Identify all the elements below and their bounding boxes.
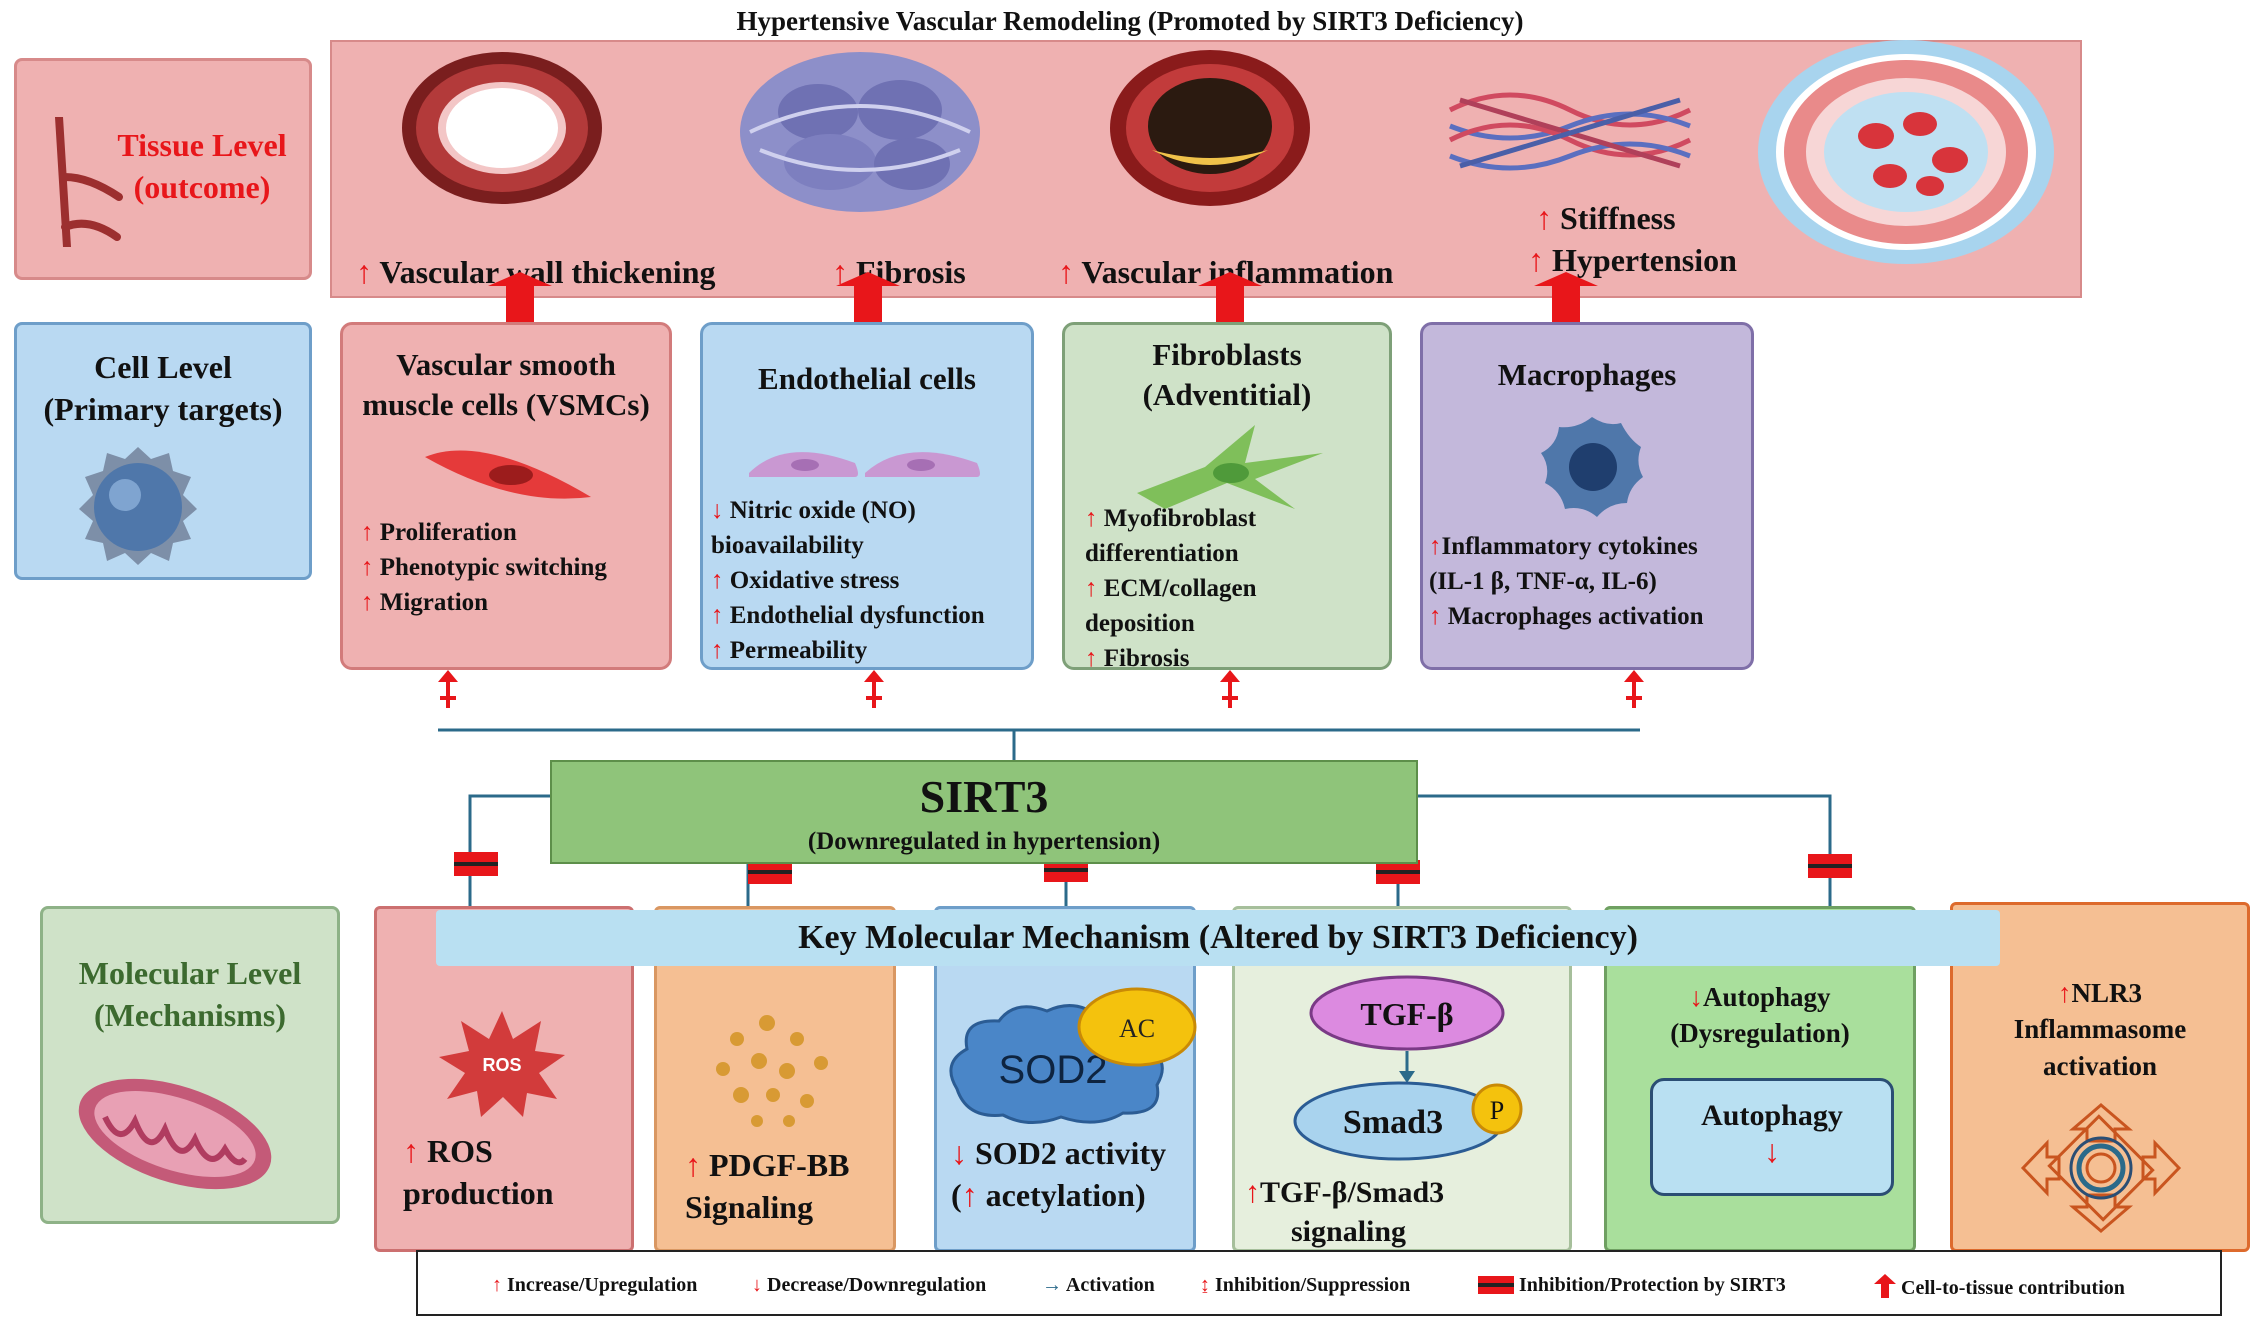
outcome-vascular-inflammation: ↑ Vascular inflammation (1058, 254, 1394, 290)
fibroblasts-card: Fibroblasts (Adventitial) ↑ Myofibroblas… (1062, 322, 1392, 672)
macrophage-cell-icon (1541, 417, 1643, 517)
legend-decrease: ↓ Decrease/Downregulation (752, 1274, 987, 1296)
tissue-level-title: Tissue Level (outcome) (117, 127, 287, 205)
vessel-cross-section-icon (1758, 40, 2054, 264)
vsmc-title: Vascular smooth muscle cells (VSMCs) (362, 347, 650, 423)
mechanism-nlrp3-card: ↑NLR3 Inflammasome activation (1950, 902, 2250, 1252)
endothelial-card: Endothelial cells ↓ Nitric oxide (NO) bi… (700, 322, 1034, 670)
sod2-cloud-icon: SOD2 AC (949, 987, 1197, 1124)
macrophages-effects: ↑Inflammatory cytokines (IL-1 β, TNF-α, … (1429, 533, 1704, 630)
vsmc-card: Vascular smooth muscle cells (VSMCs) ↑ P… (340, 322, 672, 670)
phospho-label: P (1490, 1096, 1504, 1125)
immune-cell-icon (79, 447, 197, 565)
vsmc-effects: ↑ Proliferation ↑ Phenotypic switching ↑… (361, 519, 607, 616)
blood-vessel-branch-icon (55, 117, 123, 247)
tgf-smad-pathway-icon: TGF-β Smad3 P (1293, 975, 1523, 1161)
ros-burst-icon: ROS (439, 1011, 565, 1117)
molecular-level-box: Molecular Level (Mechanisms) (40, 906, 340, 1224)
molecular-level-title: Molecular Level (Mechanisms) (78, 955, 302, 1033)
sirt3-subtitle: (Downregulated in hypertension) (807, 828, 1161, 855)
smad3-label: Smad3 (1343, 1104, 1443, 1141)
pdgf-text: ↑ PDGF-BB Signaling (685, 1147, 850, 1225)
thickened-vessel-icon (402, 52, 602, 204)
fibroblasts-title: Fibroblasts (Adventitial) (1142, 337, 1312, 413)
nlrp3-text: ↑NLR3 Inflammasome activation (2013, 978, 2187, 1081)
outcome-hypertension: ↑ Hypertension (1528, 242, 1737, 278)
sirt3-connectors (438, 670, 1852, 906)
cell-level-title: Cell Level (Primary targets) (43, 349, 283, 427)
macrophages-title: Macrophages (1497, 357, 1677, 392)
stiff-fibers-icon (1448, 92, 1692, 171)
inflammasome-icon (2020, 1103, 2182, 1233)
legend: ↑ Increase/Upregulation ↓ Decrease/Downr… (416, 1250, 2222, 1316)
tissue-illustrations (402, 40, 2054, 264)
mechanism-banner: Key Molecular Mechanism (Altered by SIRT… (436, 910, 2000, 966)
autophagy-header: ↓Autophagy (Dysregulation) (1670, 982, 1850, 1049)
diagram-title: Hypertensive Vascular Remodeling (Promot… (736, 6, 1524, 36)
contribution-arrow-macrophages (1534, 272, 1598, 326)
ros-text: ↑ ROS production (403, 1133, 554, 1211)
cell-level-box: Cell Level (Primary targets) (14, 322, 312, 580)
fibroblast-cell-icon (1137, 425, 1323, 509)
inflamed-vessel-icon (1110, 50, 1310, 206)
outcome-stiffness: ↑ Stiffness (1536, 200, 1676, 236)
mitochondrion-icon (78, 1078, 272, 1190)
ros-icon-label: ROS (482, 1055, 521, 1075)
contribution-arrow-endothelial (836, 272, 900, 326)
endothelial-cells-icon (749, 452, 980, 477)
ac-label: AC (1119, 1014, 1155, 1043)
legend-protection: Inhibition/Protection by SIRT3 (1478, 1274, 1786, 1297)
outcome-wall-thickening: ↑ Vascular wall thickening (356, 254, 716, 290)
smooth-muscle-cell-icon (425, 450, 591, 499)
inhibition-up-arrows (438, 670, 1644, 708)
sirt3-box: SIRT3 (Downregulated in hypertension) (550, 760, 1418, 864)
tissue-level-box: Tissue Level (outcome) (14, 58, 312, 280)
contribution-arrow-icon (1874, 1274, 1896, 1298)
legend-increase: ↑ Increase/Upregulation (492, 1274, 698, 1296)
cell-to-tissue-arrows (488, 272, 1598, 326)
legend-inhibition: ↨ Inhibition/Suppression (1200, 1274, 1411, 1296)
pdgf-particles-icon (716, 1015, 828, 1127)
fibroblasts-effects: ↑ Myofibroblast differentiation ↑ ECM/co… (1085, 505, 1257, 672)
endothelial-title: Endothelial cells (758, 361, 976, 396)
tgf-label: TGF-β (1360, 996, 1453, 1032)
fibrotic-tissue-icon (740, 52, 980, 212)
protection-block-icon (1478, 1276, 1514, 1294)
macrophages-card: Macrophages ↑Inflammatory cytokines (IL-… (1420, 322, 1754, 670)
tgf-text: ↑TGF-β/Smad3 signaling (1245, 1176, 1445, 1248)
protection-blocks (454, 852, 1852, 884)
branch-autophagy (1418, 794, 1832, 906)
contribution-arrow-vsmc (488, 272, 552, 326)
branch-ros (468, 794, 550, 906)
sod2-cloud-label: SOD2 (999, 1048, 1108, 1092)
contribution-arrow-fibroblasts (1198, 272, 1262, 326)
endothelial-effects: ↓ Nitric oxide (NO) bioavailability ↑ Ox… (711, 497, 985, 664)
sirt3-title: SIRT3 (919, 771, 1049, 822)
legend-contribution: Cell-to-tissue contribution (1874, 1274, 2125, 1300)
legend-activation: → Activation (1042, 1274, 1155, 1296)
sod2-text: ↓ SOD2 activity (↑ acetylation) (951, 1135, 1167, 1213)
autophagy-inner-box: Autophagy ↓ (1650, 1078, 1894, 1196)
